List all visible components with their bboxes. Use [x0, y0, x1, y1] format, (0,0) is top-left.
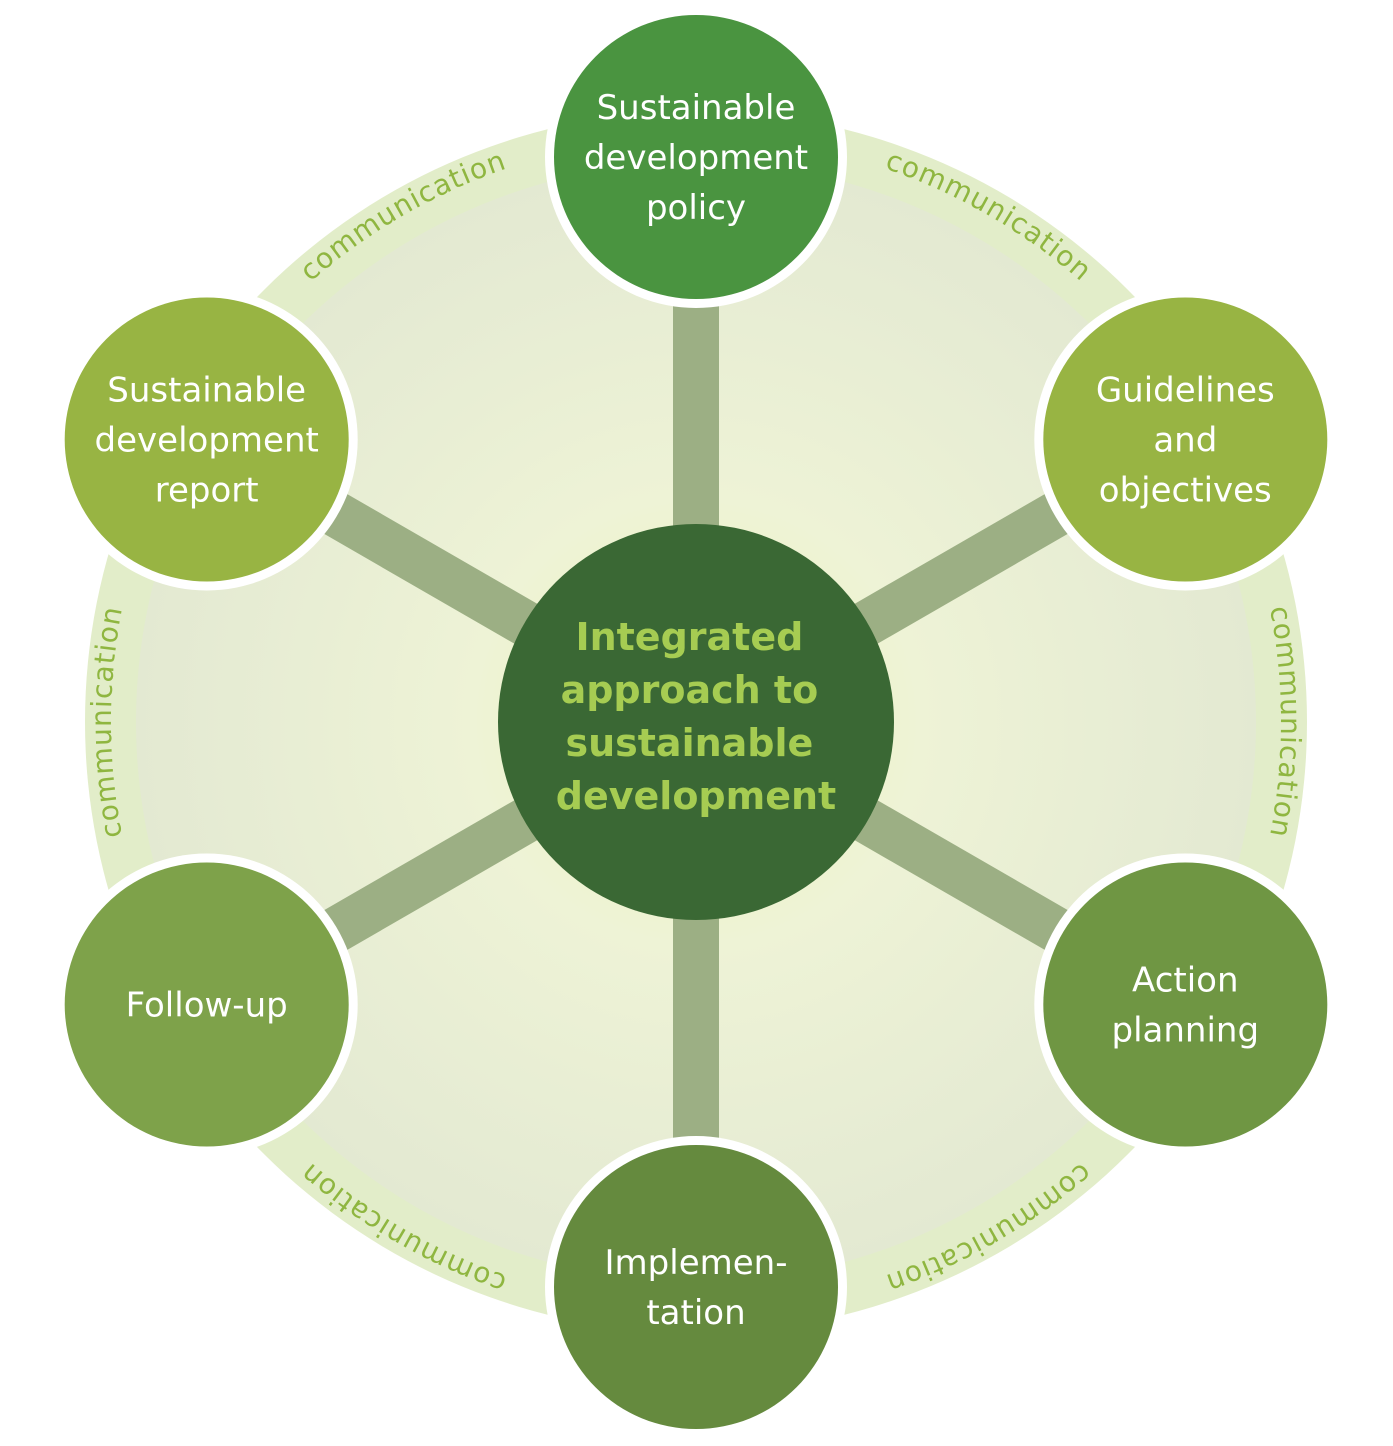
node-label-line: Guidelines	[1096, 371, 1275, 411]
spoke-follow-up	[281, 777, 578, 975]
node-implementation: Implemen-tation	[545, 1136, 847, 1438]
node-label-line: report	[155, 471, 259, 511]
node-label-line: Implemen-	[605, 1243, 788, 1283]
node-label-line: and	[1153, 421, 1217, 461]
node-sustainable-development-policy: Sustainable development policy	[545, 6, 847, 308]
node-label: Sustainable development policy	[584, 88, 808, 228]
node-circle	[554, 1145, 838, 1429]
spoke-guidelines-and-objectives	[814, 469, 1111, 667]
node-follow-up: Follow-up	[55, 853, 358, 1156]
hub-circle	[498, 524, 894, 920]
spoke-sustainable-development-report	[281, 469, 578, 667]
node-label-line: objectives	[1099, 471, 1272, 511]
node-circle	[64, 297, 349, 582]
node-action-planning: Action planning	[1034, 853, 1337, 1156]
hub-label-line: Integrated	[575, 615, 803, 659]
node-circle	[554, 15, 838, 299]
node-label-line: Sustainable	[597, 88, 796, 128]
node-label: Sustainable development report	[95, 371, 319, 511]
node-sustainable-development-report: Sustainable development report	[55, 288, 358, 591]
node-circle	[1043, 297, 1328, 582]
node-label-line: policy	[646, 188, 746, 228]
node-guidelines-and-objectives: Guidelines and objectives	[1034, 288, 1337, 591]
hub-label-line: sustainable	[565, 721, 813, 765]
node-label-line: development	[584, 138, 808, 178]
hub-label-line: development	[556, 774, 836, 818]
node-circle	[1043, 862, 1328, 1147]
node-label-line: Sustainable	[107, 371, 306, 411]
hub-label-line: approach to	[561, 668, 819, 712]
hub-label: Integrated approach to sustainable devel…	[556, 615, 836, 818]
node-label: Guidelines and objectives	[1096, 371, 1275, 511]
spoke-action-planning	[814, 777, 1111, 975]
node-label-line: Follow-up	[126, 986, 288, 1026]
node-label: Action planning	[1112, 961, 1260, 1051]
node-label: Implemen-tation	[605, 1243, 788, 1333]
node-label-line: planning	[1112, 1011, 1260, 1051]
node-label-line: development	[95, 421, 319, 461]
node-label-line: tation	[646, 1293, 745, 1333]
spokes	[281, 257, 1111, 1187]
node-label-line: Action	[1132, 961, 1238, 1001]
node-label: Follow-up	[126, 986, 288, 1026]
node-circle	[64, 862, 349, 1147]
hub-node: Integrated approach to sustainable devel…	[498, 524, 894, 920]
